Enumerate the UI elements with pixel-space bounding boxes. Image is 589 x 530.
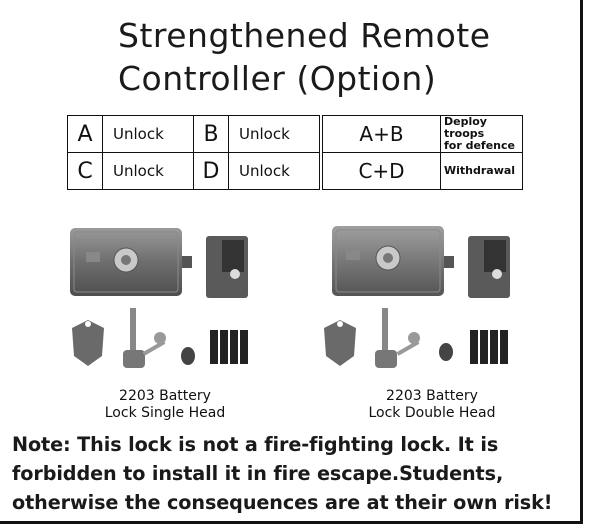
key-cylinder-icon: [375, 308, 397, 368]
warning-note-line-1: Note: This lock is not a fire-fighting l…: [12, 433, 499, 456]
page-frame: [0, 0, 583, 524]
keys-icon: [396, 332, 453, 361]
product-caption-line-1: 2203 Battery: [119, 388, 211, 404]
key-c: C: [67, 152, 103, 190]
remote-fob-icon: [72, 320, 104, 366]
combo-ab-action-line-2: for defence: [444, 139, 515, 152]
table-row: C Unlock D Unlock: [67, 152, 320, 190]
key-b-action: Unlock: [228, 115, 320, 153]
remote-key-table: A Unlock B Unlock C Unlock D Unlock: [67, 115, 320, 190]
table-row: A Unlock B Unlock: [67, 115, 320, 153]
strike-plate: [468, 236, 510, 298]
key-b: B: [193, 115, 229, 153]
lock-body: [332, 226, 454, 296]
batteries-icon: [210, 330, 248, 364]
combo-cd-action: Withdrawal: [440, 152, 523, 190]
combo-ab: A+B: [322, 115, 441, 153]
warning-note-line-2: forbidden to install it in fire escape.S…: [12, 462, 504, 485]
key-a: A: [67, 115, 103, 153]
key-d-action: Unlock: [228, 152, 320, 190]
lock-body: [70, 228, 192, 296]
page-title-line-1: Strengthened Remote: [118, 16, 491, 55]
table-row: C+D Withdrawal: [322, 152, 523, 190]
key-c-action: Unlock: [102, 152, 194, 190]
strike-plate: [206, 236, 248, 298]
table-row: A+B Deploy troops for defence: [322, 115, 523, 153]
key-combo-table: A+B Deploy troops for defence C+D Withdr…: [322, 115, 523, 190]
single-head-lock-image: [70, 228, 248, 368]
warning-note: Note: This lock is not a fire-fighting l…: [12, 430, 582, 517]
product-caption-line-2: Lock Single Head: [104, 405, 226, 421]
keys-icon: [142, 332, 195, 365]
remote-fob-icon: [324, 320, 356, 366]
combo-cd: C+D: [322, 152, 441, 190]
product-caption-double: 2203 Battery Lock Double Head: [332, 388, 532, 422]
combo-ab-action-line-1: Deploy troops: [444, 115, 487, 140]
warning-note-line-3: otherwise the consequences are at their …: [12, 491, 553, 514]
key-a-action: Unlock: [102, 115, 194, 153]
key-d: D: [193, 152, 229, 190]
page-title-line-2: Controller (Option): [118, 59, 437, 98]
product-caption-single: 2203 Battery Lock Single Head: [65, 388, 265, 422]
key-cylinder-icon: [123, 308, 145, 368]
combo-ab-action: Deploy troops for defence: [440, 115, 523, 153]
product-caption-line-1: 2203 Battery: [386, 388, 478, 404]
batteries-icon: [470, 330, 508, 364]
product-caption-line-2: Lock Double Head: [368, 405, 496, 421]
double-head-lock-image: [324, 226, 510, 368]
